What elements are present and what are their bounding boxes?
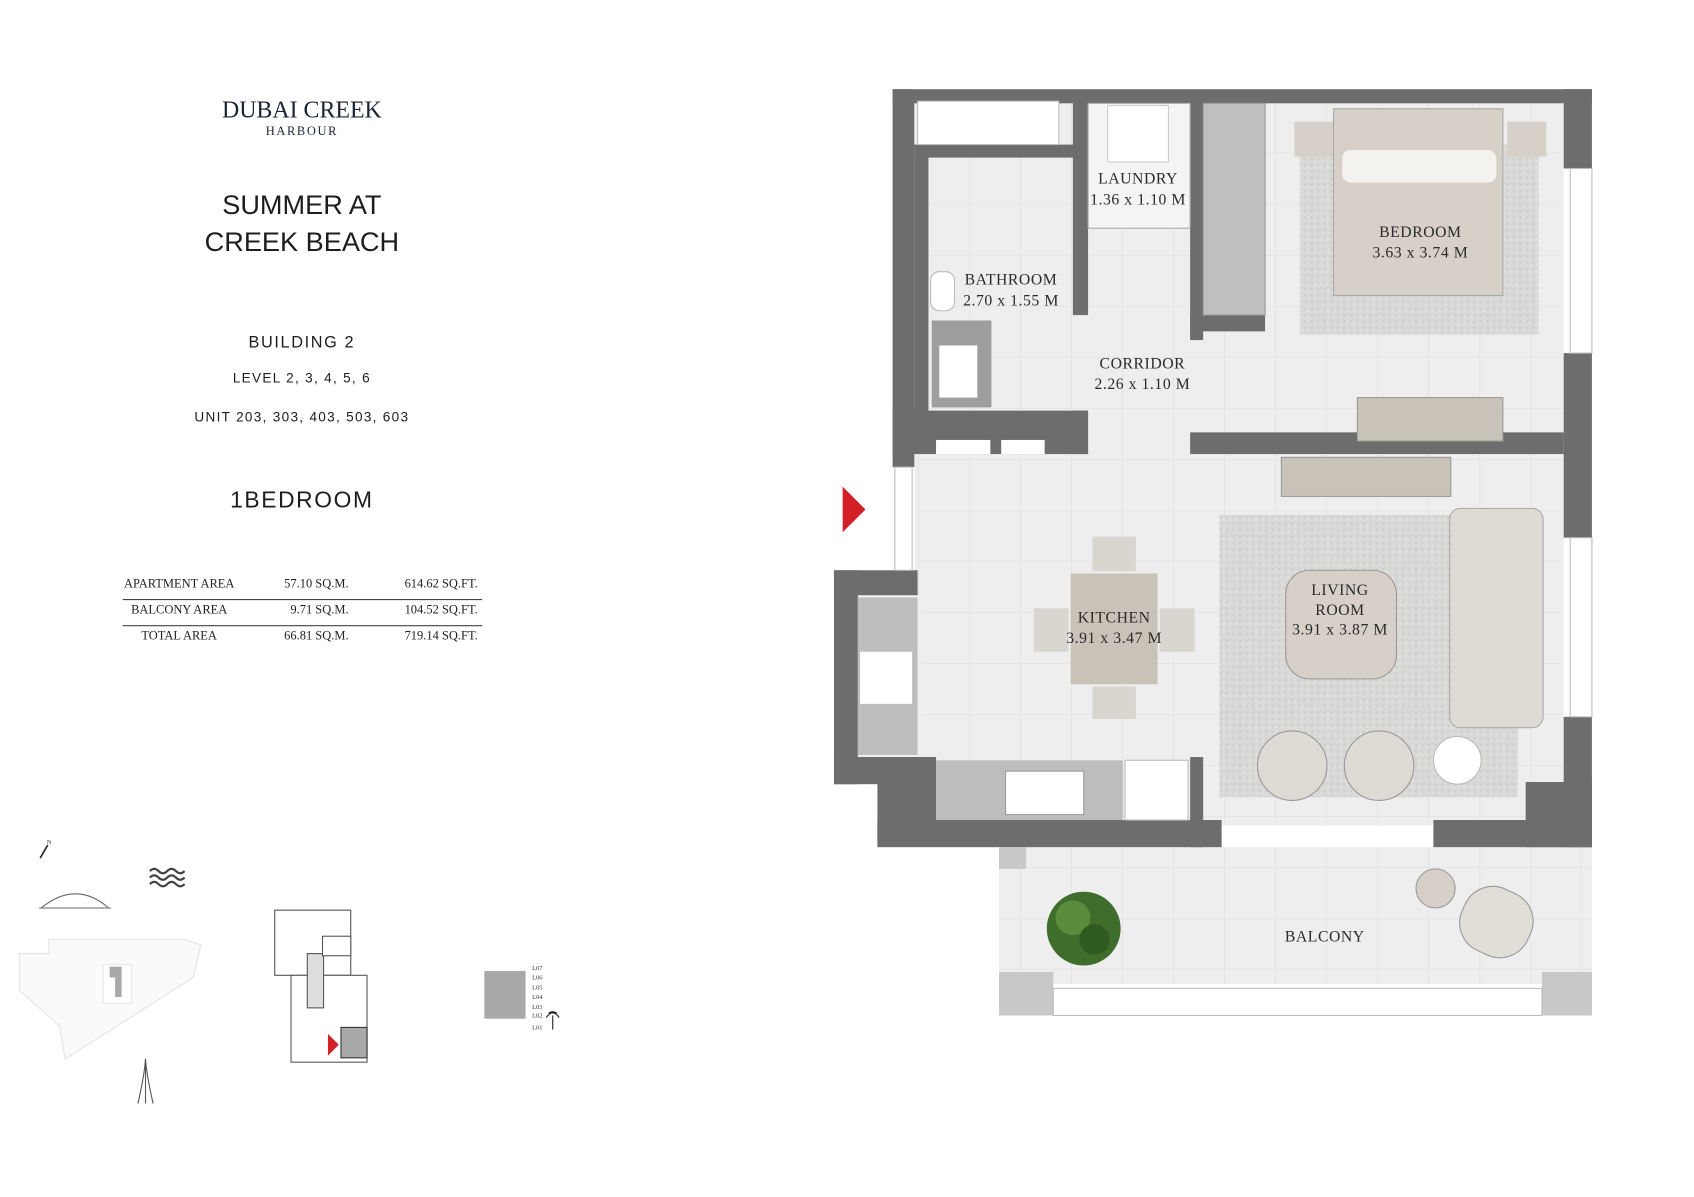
room-name-laundry: LAUNDRY (1098, 171, 1178, 188)
toilet-icon (930, 271, 956, 312)
bed-duvet-fold (1342, 150, 1497, 183)
level-label: L04 (532, 994, 543, 1001)
area-label: TOTAL AREA (141, 629, 217, 643)
bed (1332, 108, 1504, 297)
level-label: L03 (532, 1004, 542, 1011)
area-sqft: 719.14 SQ.FT. (405, 629, 478, 643)
area-row: BALCONY AREA 9.71 SQ.M. 104.52 SQ.FT. (131, 603, 478, 617)
duct-opening (936, 439, 991, 455)
room-dims-corridor: 2.26 x 1.10 M (1094, 376, 1190, 393)
area-sqm: 57.10 SQ.M. (284, 577, 348, 591)
unit-entry-marker-icon (327, 1033, 339, 1056)
level-label: L01 (532, 1025, 542, 1032)
level-label: L06 (532, 975, 543, 982)
project-title-line1: SUMMER AT (222, 189, 381, 220)
unit-highlight (340, 1026, 368, 1059)
level-label: L02 (532, 1013, 542, 1020)
entry-arrow-icon (842, 486, 866, 533)
area-sqm: 9.71 SQ.M. (290, 603, 348, 617)
dining-table (1070, 573, 1158, 685)
kitchen-sink-icon (1004, 770, 1085, 816)
area-table: APARTMENT AREA 57.10 SQ.M. 614.62 SQ.FT.… (122, 577, 483, 643)
room-name-corridor: CORRIDOR (1100, 355, 1186, 372)
room-name-balcony: BALCONY (1285, 929, 1365, 946)
project-title-line2: CREEK BEACH (205, 226, 399, 257)
area-label: BALCONY AREA (131, 603, 227, 617)
room-dims-bathroom: 2.70 x 1.55 M (963, 292, 1059, 309)
compass-label: N (47, 839, 52, 846)
levels-label: LEVEL 2, 3, 4, 5, 6 (233, 370, 371, 385)
unit-type: 1BEDROOM (230, 486, 374, 512)
armchair (1343, 730, 1415, 802)
area-sqft: 104.52 SQ.FT. (405, 603, 478, 617)
balcony-railing (1052, 987, 1543, 1017)
dining-chair (1159, 608, 1195, 652)
window (1569, 537, 1593, 718)
sofa (1449, 507, 1544, 729)
area-sqm: 66.81 SQ.M. (284, 629, 348, 643)
room-dims-kitchen: 3.91 x 3.47 M (1066, 630, 1162, 647)
level-stack-highlight (484, 970, 526, 1019)
building-key-plan (274, 909, 368, 1063)
level-label: L05 (532, 984, 542, 991)
room-name-bedroom: BEDROOM (1379, 224, 1461, 241)
brand-subtitle: HARBOUR (266, 124, 338, 138)
room-name-living: LIVING (1311, 582, 1368, 599)
side-table (1432, 735, 1482, 785)
water-waves-icon (149, 867, 186, 888)
site-plan (19, 938, 202, 1060)
compass-icon: N (39, 839, 52, 859)
room-name-living-2: ROOM (1315, 602, 1364, 619)
bridge-icon (39, 893, 111, 909)
dining-chair (1033, 608, 1069, 652)
refrigerator (1124, 759, 1189, 821)
window (1569, 167, 1593, 354)
balcony-side-table (1415, 868, 1456, 909)
tv-console (1356, 397, 1504, 442)
washer-icon (1107, 104, 1169, 163)
duct-opening (1001, 439, 1045, 455)
room-dims-bedroom: 3.63 x 3.74 M (1372, 245, 1468, 262)
nightstand (1294, 121, 1334, 157)
area-row: TOTAL AREA 66.81 SQ.M. 719.14 SQ.FT. (141, 629, 477, 643)
wardrobe (1202, 102, 1266, 316)
armchair (1256, 730, 1328, 802)
room-name-bathroom: BATHROOM (965, 272, 1058, 289)
entrance-door[interactable] (894, 466, 913, 571)
storage-unit (917, 100, 1060, 146)
area-row: APARTMENT AREA 57.10 SQ.M. 614.62 SQ.FT. (124, 577, 478, 591)
coffee-table (1285, 569, 1398, 680)
brand-name: DUBAI CREEK (222, 97, 382, 123)
level-key: L07 L06 L05 L04 L03 L02 L01 (484, 965, 560, 1032)
building-label: BUILDING 2 (249, 334, 356, 352)
nightstand (1507, 121, 1547, 157)
area-label: APARTMENT AREA (124, 577, 234, 591)
brand-logo: DUBAI CREEK HARBOUR (222, 97, 382, 137)
floor-plan: LAUNDRY 1.36 x 1.10 M BATHROOM 2.70 x 1.… (833, 89, 1593, 1017)
room-dims-living: 3.91 x 3.87 M (1292, 621, 1388, 638)
room-dims-laundry: 1.36 x 1.10 M (1090, 191, 1186, 208)
area-sqft: 614.62 SQ.FT. (405, 577, 478, 591)
tower-icon (137, 1058, 154, 1104)
palm-tree-icon (545, 1011, 560, 1030)
dining-chair (1092, 536, 1136, 572)
units-label: UNIT 203, 303, 403, 503, 603 (194, 409, 409, 424)
room-name-kitchen: KITCHEN (1078, 609, 1151, 626)
balcony-chair (1459, 885, 1534, 959)
sink-icon (939, 345, 978, 398)
cooktop-icon (860, 651, 913, 704)
dining-chair (1092, 686, 1136, 720)
tv-console (1280, 456, 1452, 497)
level-label: L07 (532, 965, 543, 972)
